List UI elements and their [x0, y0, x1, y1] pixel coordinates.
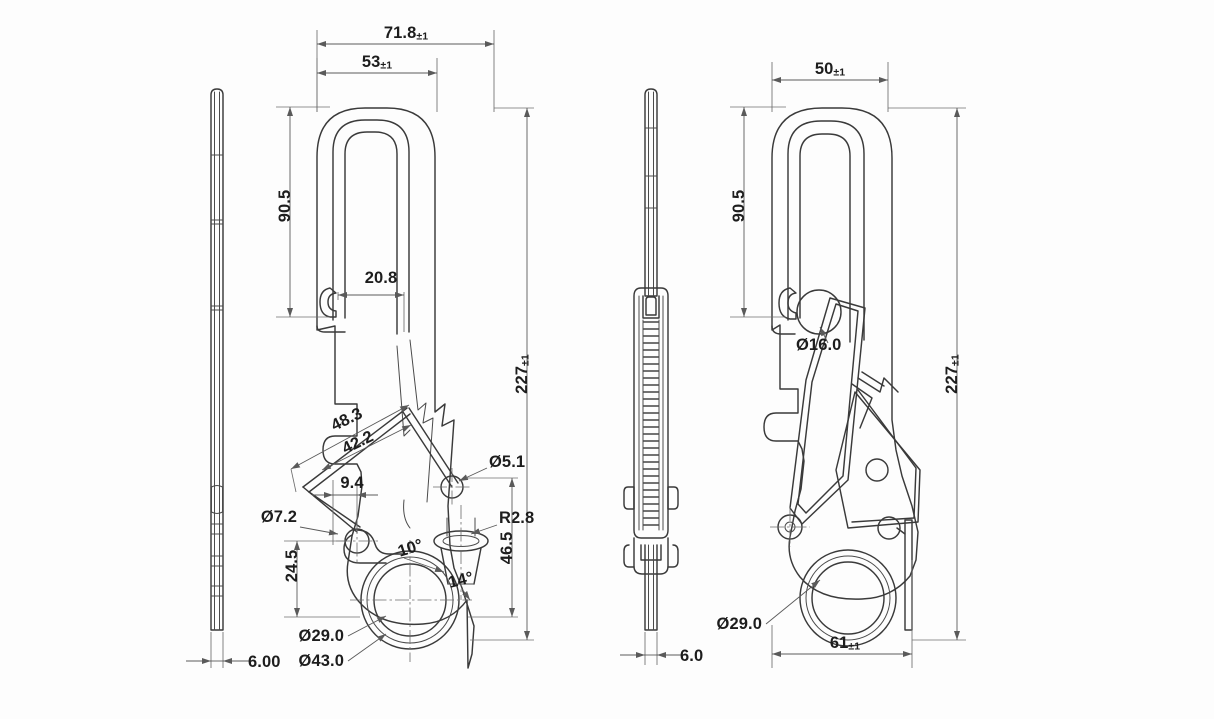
right-gate-inner	[787, 120, 865, 343]
dim-label-r2-8: R2.8	[499, 509, 534, 527]
dim-label-90-5-front: 90.5	[276, 190, 294, 223]
view-middle-edge: 6.0	[620, 88, 703, 665]
dim-label-dia-43: Ø43.0	[299, 652, 344, 670]
dim-label-227-right: 227±1	[943, 354, 962, 394]
dim-label-71-8: 71.8±1	[384, 24, 428, 43]
dim-front-pivot-height: 24.5	[283, 540, 360, 618]
dim-label-24-5: 24.5	[283, 550, 301, 583]
front-pivot-mid	[433, 468, 471, 506]
dim-right-gate-width: 50±1	[771, 60, 889, 112]
dim-label-53: 53±1	[362, 53, 392, 72]
dim-right-roller-dia: Ø16.0	[796, 326, 841, 354]
dim-middle-thickness: 6.0	[620, 632, 703, 665]
right-eye-rings	[799, 549, 897, 647]
right-plate-bridge	[857, 371, 899, 393]
dim-label-227-front: 227±1	[513, 354, 532, 394]
dim-front-eye-inner: Ø29.0	[299, 615, 387, 645]
right-hook-outer-profile	[763, 107, 919, 600]
front-nose-catch	[316, 287, 346, 333]
dim-right-eye-inner: Ø29.0	[717, 579, 821, 633]
dim-right-hook-height: 90.5	[730, 106, 786, 318]
dim-label-90-5-right: 90.5	[730, 190, 748, 223]
dim-front-pin-small: Ø7.2	[261, 508, 339, 536]
dim-label-20-8: 20.8	[365, 269, 398, 287]
dim-left-thickness: 6.00	[186, 632, 281, 671]
dim-label-9-4: 9.4	[340, 474, 364, 492]
dim-front-pin-mid: Ø5.1	[458, 453, 525, 482]
dim-label-dia-5-1: Ø5.1	[489, 453, 525, 471]
dim-front-angle-14: 14°	[446, 568, 475, 601]
dim-label-dia-7-2: Ø7.2	[261, 508, 297, 526]
view-front: 71.8±1 53±1 90.5 20.8 227±1	[261, 24, 534, 670]
dim-right-overall-height: 227±1	[888, 107, 966, 641]
dim-front-eye-outer: Ø43.0	[299, 633, 387, 670]
front-gate-inner	[332, 119, 410, 335]
dim-front-nose-offset: 20.8	[337, 269, 405, 332]
dim-label-14-deg: 14°	[446, 568, 475, 592]
middle-side-lugs	[623, 486, 679, 510]
dim-label-dia-16: Ø16.0	[796, 336, 841, 354]
dim-label-dia-29-front: Ø29.0	[299, 627, 344, 645]
front-eye-rings	[350, 540, 472, 662]
dim-front-fillet: R2.8	[470, 509, 534, 535]
dim-label-6-00: 6.00	[248, 653, 281, 671]
right-lower-pivot	[770, 507, 810, 547]
dim-right-body-width: 61±1	[771, 560, 913, 668]
middle-spring-hatch	[643, 321, 659, 526]
dim-label-50: 50±1	[815, 60, 845, 79]
dim-label-6-0: 6.0	[680, 647, 703, 665]
dim-front-latch-height: 46.5	[466, 477, 518, 618]
view-left-edge: 6.00	[186, 88, 281, 671]
right-nose-catch	[771, 287, 797, 335]
right-triangular-plate	[835, 383, 921, 529]
view-right: 50±1 90.5 Ø16.0 227±1 Ø29.0	[717, 60, 966, 668]
dim-label-dia-29-right: Ø29.0	[717, 615, 762, 633]
dim-front-hook-height: 90.5	[276, 106, 330, 318]
middle-lower-clevis	[623, 537, 679, 575]
right-plate-holes	[865, 458, 901, 540]
dim-front-gate-width: 53±1	[316, 53, 438, 112]
dim-label-61: 61±1	[830, 634, 860, 653]
dim-front-overall-height: 227±1	[470, 107, 534, 641]
dim-label-46-5: 46.5	[498, 532, 516, 565]
